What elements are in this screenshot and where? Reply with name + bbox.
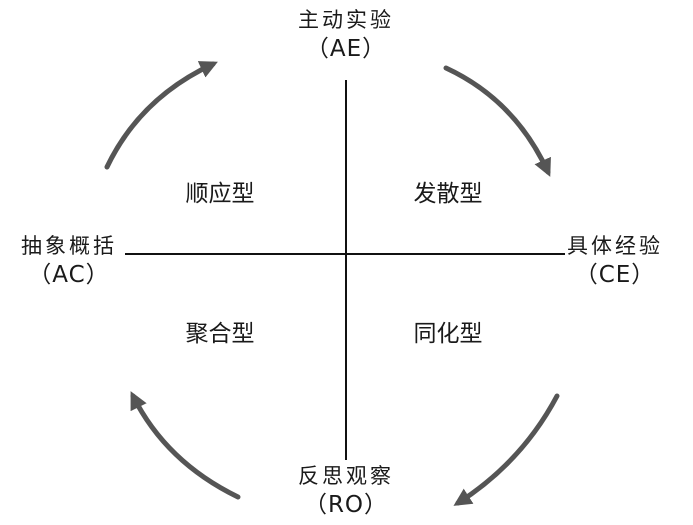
arrow-ce-to-ro <box>453 393 560 506</box>
pole-concrete-experience: 具体经验 （CE） <box>540 232 690 291</box>
quadrant-assimilating: 同化型 <box>413 321 483 347</box>
pole-abbr: （AE） <box>305 36 387 63</box>
arrow-ae-to-ce <box>443 65 551 177</box>
quadrant-accommodating: 顺应型 <box>185 181 255 207</box>
pole-reflective-observation: 反思观察 （RO） <box>246 462 446 521</box>
pole-abbr: （RO） <box>303 492 389 519</box>
pole-abstract-conceptualization: 抽象概括 （AC） <box>2 232 136 291</box>
pole-active-experimentation: 主动实验 （AE） <box>246 6 446 65</box>
pole-name: 主动实验 <box>298 8 394 32</box>
quadrant-diverging: 发散型 <box>413 181 483 207</box>
pole-abbr: （CE） <box>574 262 656 289</box>
pole-name: 具体经验 <box>567 234 663 258</box>
pole-abbr: （AC） <box>28 262 110 289</box>
quadrant-converging: 聚合型 <box>185 321 255 347</box>
pole-name: 抽象概括 <box>21 234 117 258</box>
arrow-ac-to-ae <box>104 61 218 170</box>
arrow-ro-to-ac <box>130 391 241 500</box>
pole-name: 反思观察 <box>298 464 394 488</box>
